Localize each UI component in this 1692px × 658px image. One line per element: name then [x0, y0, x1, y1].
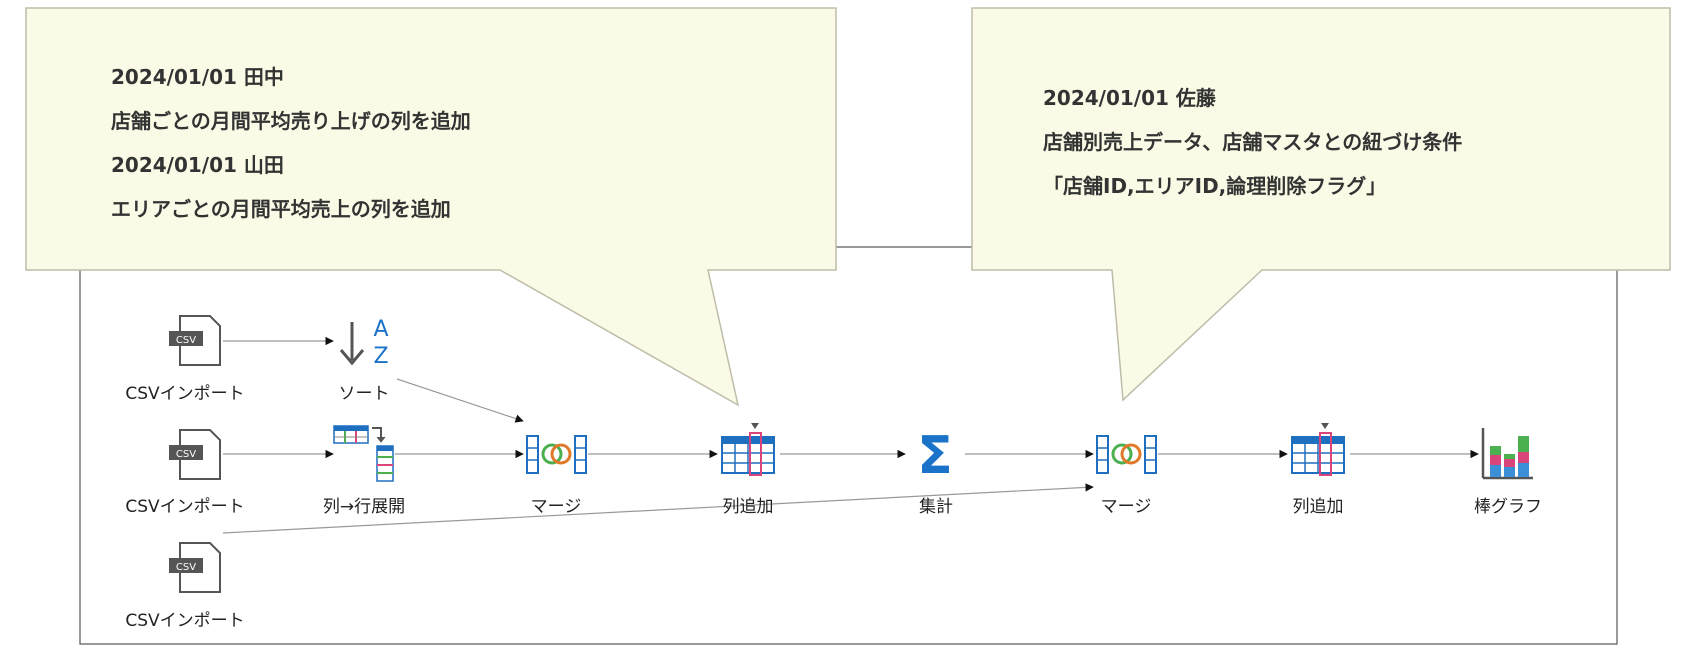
sort-letter-a: A — [373, 317, 388, 342]
merge-icon — [1096, 435, 1157, 474]
node-csv-import-1[interactable]: CSV — [169, 315, 221, 366]
sum-icon: Σ — [917, 426, 953, 486]
node-aggregate[interactable]: Σ — [917, 426, 953, 486]
add-column-icon — [1291, 423, 1345, 476]
callout-1-line-2: 店舗ごとの月間平均売り上げの列を追加 — [111, 109, 471, 133]
node-label-sort: ソート — [338, 384, 390, 404]
node-label-csv-import-2: CSVインポート — [125, 497, 245, 517]
node-label-csv-import-3: CSVインポート — [125, 611, 245, 631]
sort-letter-z: Z — [373, 344, 388, 369]
node-merge-2[interactable] — [1096, 435, 1157, 474]
node-label-merge-1: マージ — [530, 497, 582, 517]
node-label-add-column-1: 列追加 — [722, 497, 774, 517]
csv-badge: CSV — [176, 449, 196, 460]
node-unpivot[interactable] — [333, 425, 394, 482]
csv-file-icon: CSV — [169, 429, 221, 480]
callout-2-line-2: 店舗別売上データ、店舗マスタとの紐づけ条件 — [1043, 130, 1462, 154]
callout-2-line-1: 2024/01/01 佐藤 — [1043, 86, 1217, 110]
callout-1-line-4: エリアごとの月間平均売上の列を追加 — [111, 197, 451, 221]
csv-file-icon: CSV — [169, 542, 221, 593]
csv-badge: CSV — [176, 335, 196, 346]
connector-sort-merge1 — [396, 378, 524, 423]
node-csv-import-2[interactable]: CSV — [169, 429, 221, 480]
node-add-column-2[interactable] — [1291, 423, 1345, 476]
node-label-aggregate: 集計 — [919, 497, 953, 517]
unpivot-icon — [333, 425, 394, 482]
add-column-icon — [721, 423, 775, 476]
bar-chart-icon — [1481, 428, 1533, 480]
connectors — [222, 336, 1479, 534]
csv-file-icon: CSV — [169, 315, 221, 366]
csv-badge: CSV — [176, 562, 196, 573]
node-label-bar-chart: 棒グラフ — [1474, 497, 1542, 517]
sort-az-icon: A Z — [339, 317, 389, 369]
callout-1-line-1: 2024/01/01 田中 — [111, 65, 284, 89]
node-bar-chart[interactable] — [1481, 428, 1533, 480]
node-label-add-column-2: 列追加 — [1292, 497, 1344, 517]
node-label-unpivot: 列→行展開 — [322, 497, 406, 517]
comment-callout-2[interactable]: 2024/01/01 佐藤 店舗別売上データ、店舗マスタとの紐づけ条件 「店舗I… — [971, 7, 1671, 402]
node-merge-1[interactable] — [526, 435, 587, 474]
node-label-csv-import-1: CSVインポート — [125, 384, 245, 404]
callout-1-line-3: 2024/01/01 山田 — [111, 153, 284, 177]
node-add-column-1[interactable] — [721, 423, 775, 476]
comment-callout-1[interactable]: 2024/01/01 田中 店舗ごとの月間平均売り上げの列を追加 2024/01… — [25, 7, 837, 407]
node-csv-import-3[interactable]: CSV — [169, 542, 221, 593]
merge-icon — [526, 435, 587, 474]
connector-csv3-merge2 — [222, 483, 1094, 534]
workflow-frame — [79, 246, 1618, 645]
node-sort[interactable]: A Z — [339, 317, 389, 369]
callout-2-line-3: 「店舗ID,エリアID,論理削除フラグ」 — [1043, 174, 1386, 198]
node-label-merge-2: マージ — [1100, 497, 1152, 517]
